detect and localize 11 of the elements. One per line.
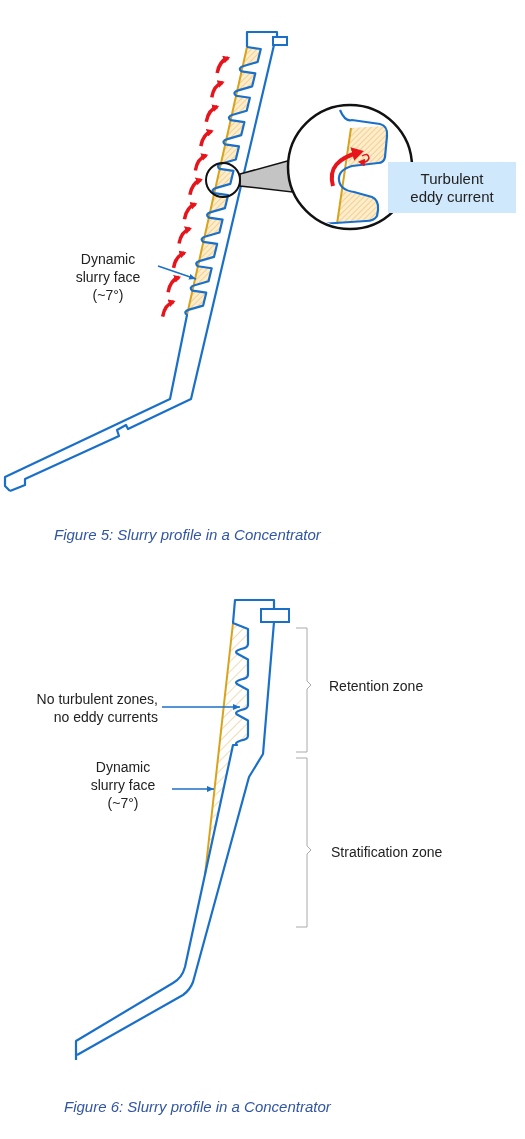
leader-arrow xyxy=(161,704,241,710)
annotation-text: No turbulent zones, no eddy currents xyxy=(18,690,158,726)
annotation-text: Dynamic slurry face (~7°) xyxy=(62,250,154,304)
callout-box: Turbulent eddy current xyxy=(388,162,516,213)
figure-caption: Figure 6: Slurry profile in a Concentrator xyxy=(64,1098,331,1116)
zone-label: Retention zone xyxy=(329,677,424,695)
leader-arrow xyxy=(171,786,215,792)
figure-caption: Figure 5: Slurry profile in a Concentrator xyxy=(54,526,321,544)
zone-label: Stratification zone xyxy=(331,843,443,861)
annotation-text: Dynamic slurry face (~7°) xyxy=(78,758,168,812)
leader-arrow xyxy=(157,265,197,280)
